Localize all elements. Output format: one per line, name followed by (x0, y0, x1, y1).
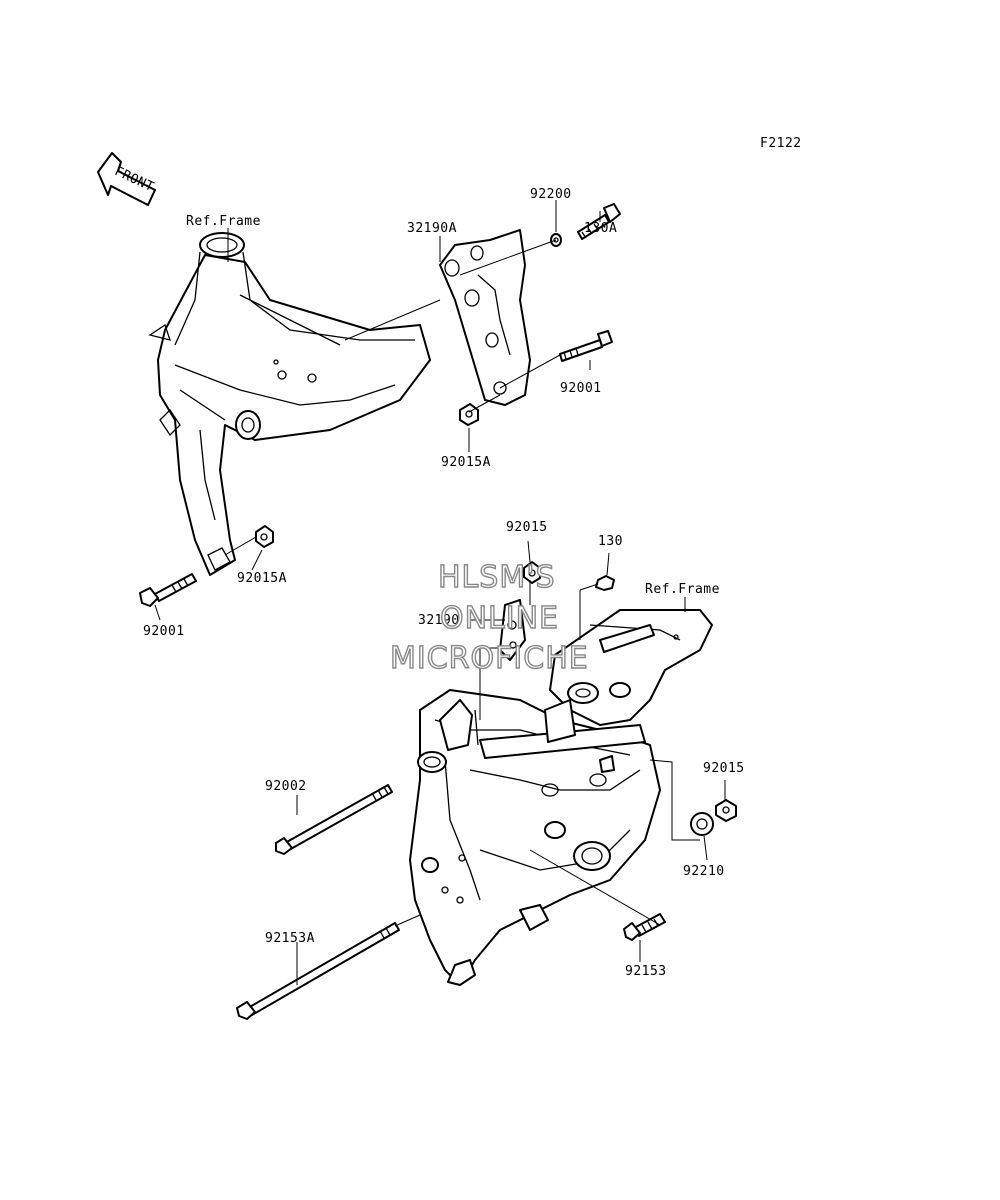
nut-92015a-upper-drawing (459, 403, 479, 426)
label-130a: 130A (584, 221, 617, 236)
label-92200: 92200 (530, 187, 572, 202)
label-130: 130 (598, 534, 623, 549)
label-32190: 32190 (418, 613, 460, 628)
upper-frame-drawing (148, 232, 431, 576)
bolt-92002-drawing (275, 784, 393, 855)
diagram-code: F2122 (760, 136, 802, 151)
label-32190a: 32190A (407, 221, 457, 236)
nut-92015-right-drawing (715, 799, 737, 822)
label-92002: 92002 (265, 779, 307, 794)
watermark-line-1: HLSM'S (438, 560, 556, 595)
lower-frame-drawing (409, 599, 713, 986)
front-arrow-icon: FRONT (97, 152, 156, 206)
watermark-line-3: MICROFICHE (390, 641, 589, 676)
bolt-130-drawing (595, 575, 615, 591)
label-92015-mid: 92015 (506, 520, 548, 535)
label-92153: 92153 (625, 964, 667, 979)
nut-92015a-left-drawing (255, 525, 274, 548)
bolt-92001-left-drawing (139, 573, 197, 607)
nut-92015-mid-drawing (523, 561, 541, 584)
spacer-92210-drawing (690, 812, 714, 836)
label-ref-frame-top: Ref.Frame (186, 214, 261, 229)
part-labels: Ref.Frame 32190A 92200 130A 92001 92015A… (143, 187, 745, 979)
label-92015a-left: 92015A (237, 571, 287, 586)
leader-lines (154, 200, 726, 985)
label-92210: 92210 (683, 864, 725, 879)
label-ref-frame-bottom: Ref.Frame (645, 582, 720, 597)
label-92001-top: 92001 (560, 381, 602, 396)
bolt-130a-drawing (577, 203, 621, 240)
bolt-92001-upper-drawing (559, 330, 613, 362)
label-92015a-top: 92015A (441, 455, 491, 470)
bolt-92153a-drawing (236, 922, 400, 1020)
watermark: HLSM'S ONLINE MICROFICHE (389, 559, 589, 676)
label-92015-right: 92015 (703, 761, 745, 776)
bolt-92153-drawing (623, 913, 666, 941)
label-92001-left: 92001 (143, 624, 185, 639)
watermark-line-2: ONLINE (440, 601, 559, 636)
label-92153a: 92153A (265, 931, 315, 946)
